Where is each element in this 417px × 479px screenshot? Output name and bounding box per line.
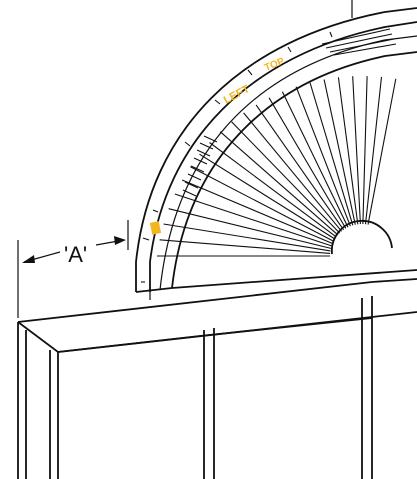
sunburst-slat [243,112,343,232]
sunburst-slat [255,104,345,231]
sunburst-slat [199,153,336,240]
arch-ticks [141,31,333,283]
sunburst-slat [281,91,349,228]
sunburst-slat [364,76,383,225]
sunburst-slat [337,77,359,225]
sunburst-slat [367,78,397,225]
arch-label-top: TOP [263,56,286,74]
sunburst-slat [159,239,331,254]
arch-label-left: LEFT [222,83,252,107]
sunburst-slat [174,193,332,247]
sunburst-slat [323,79,356,225]
dimension-a: 'A' [17,220,129,318]
arch-hatching-left [182,135,218,197]
sunburst-slat [268,97,347,229]
sunburst-slat [163,223,331,252]
arch-hatching-top [321,28,397,56]
sunburst-slat [362,76,368,225]
sunburst-slat [295,86,351,227]
sunburst-slat [209,142,337,238]
sunburst-slat [352,76,361,225]
arch-yellow-mark [149,221,162,235]
dimension-a-label: 'A' [64,242,87,267]
sunburst-slat [168,208,332,249]
sunburst-slat [309,82,354,226]
sunburst-slats [157,76,397,257]
sunburst-slat [181,179,333,245]
window-frame [17,278,417,479]
sunburst-slat [231,121,341,234]
sunburst-slat [190,166,334,242]
sunburst-slat [219,131,339,236]
